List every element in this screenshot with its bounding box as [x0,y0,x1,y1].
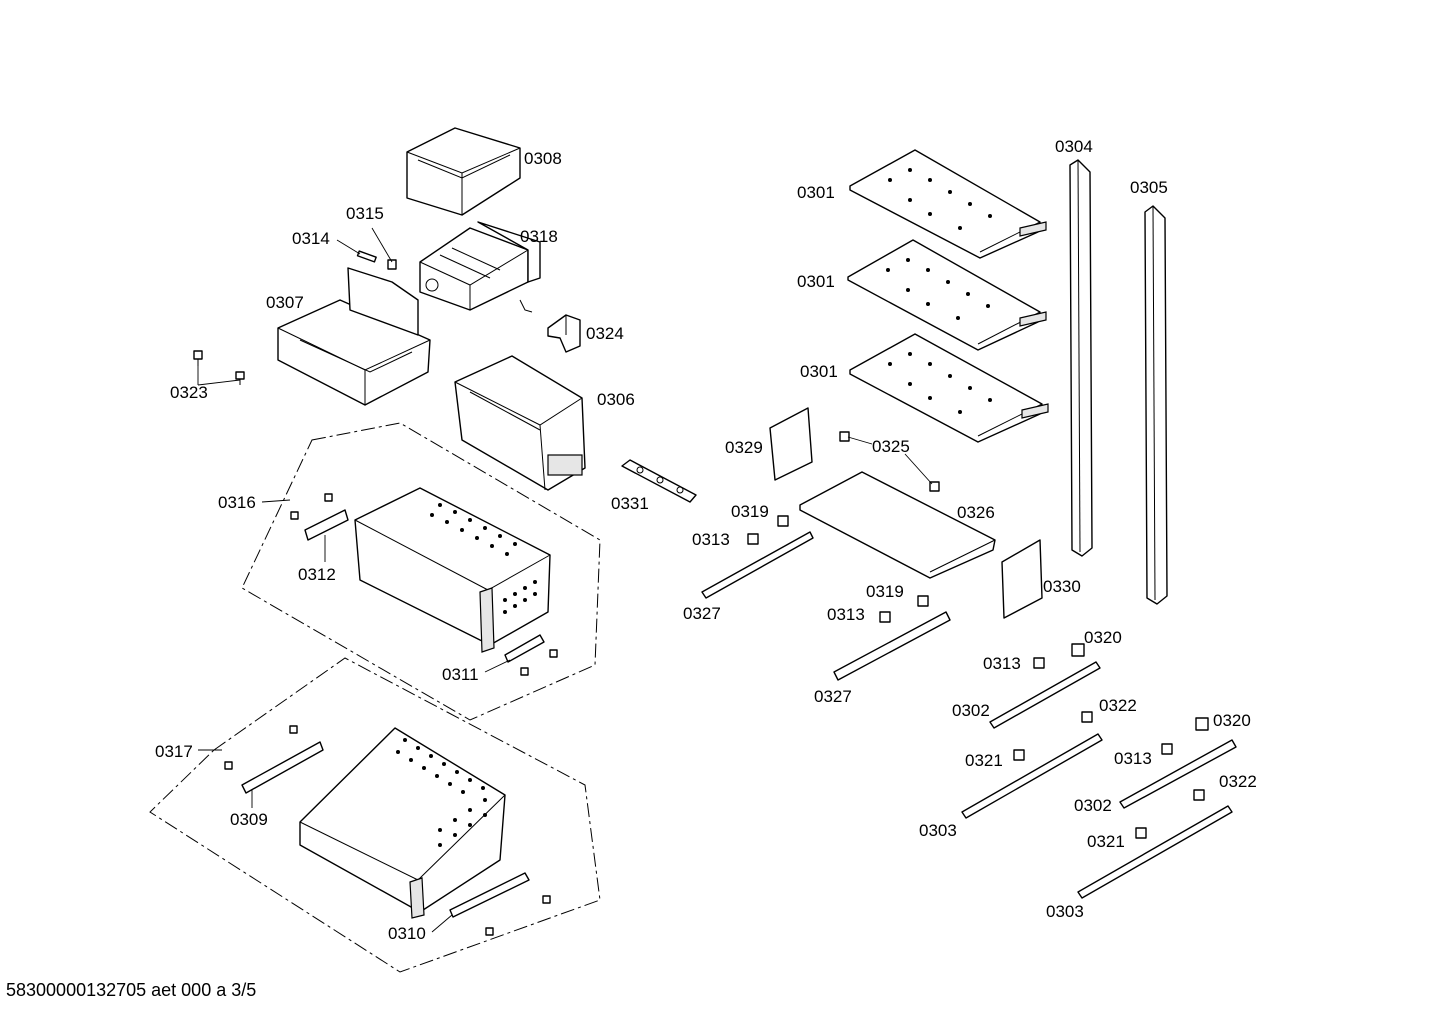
basket-perforation [396,738,487,847]
callout-0318: 0318 [520,227,558,246]
part-0311-bracket [504,634,558,676]
callout-0303-1: 0303 [919,821,957,840]
part-0309-bracket [224,725,324,794]
callout-0301-2: 0301 [797,272,835,291]
callout-0329: 0329 [725,438,763,457]
part-0326-shelf [799,471,996,579]
callout-0320-2: 0320 [1213,711,1251,730]
part-0303-slide-rail-a [961,733,1103,819]
callout-0327-2: 0327 [814,687,852,706]
part-0315-clip [387,259,397,270]
callout-0301-3: 0301 [800,362,838,381]
callout-0308: 0308 [524,149,562,168]
basket-perforation [430,503,537,614]
part-0307-tray [277,267,431,406]
part-0305-vertical-rail [1144,205,1168,605]
callout-0315: 0315 [346,204,384,223]
callout-0305: 0305 [1130,178,1168,197]
part-0302-slide-rail-b [1119,739,1237,809]
part-0314-pin [356,250,377,263]
callout-0313-2: 0313 [827,605,865,624]
callout-0304: 0304 [1055,137,1093,156]
callout-0303-2: 0303 [1046,902,1084,921]
part-0327-slide-rail-upper [701,531,814,599]
callout-0313-3: 0313 [983,654,1021,673]
drawer-group-outline-lower [149,657,601,973]
part-0324-bracket [547,314,581,353]
callout-0319-1: 0319 [731,502,769,521]
callout-0320-1: 0320 [1084,628,1122,647]
callout-0323: 0323 [170,383,208,402]
part-0318-icemaker [419,221,541,313]
callout-0325: 0325 [872,437,910,456]
callout-0313-4: 0313 [1114,749,1152,768]
callout-0306: 0306 [597,390,635,409]
part-0327-slide-rail-lower [833,611,951,681]
callout-0302-1: 0302 [952,701,990,720]
callout-0314: 0314 [292,229,330,248]
callout-0324: 0324 [586,324,624,343]
callout-0313-1: 0313 [692,530,730,549]
part-0312-bracket [290,493,349,541]
leader-lines [197,227,933,933]
callout-0309: 0309 [230,810,268,829]
callout-0326: 0326 [957,503,995,522]
callout-0310: 0310 [388,924,426,943]
callout-0301-1: 0301 [797,183,835,202]
part-0301-shelf-1 [849,149,1047,259]
callout-0302-2: 0302 [1074,796,1112,815]
part-0325-pins [839,431,940,492]
callout-0307: 0307 [266,293,304,312]
part-0301-shelf-2 [847,239,1047,351]
callout-0311: 0311 [442,665,479,684]
part-0302-slide-rail-a [989,661,1101,729]
callout-0322-2: 0322 [1219,772,1257,791]
callout-0321-1: 0321 [965,751,1003,770]
part-0308-housing [406,127,521,216]
callout-0321-2: 0321 [1087,832,1125,851]
part-0317-drawer-basket [299,727,506,919]
callout-0327-1: 0327 [683,604,721,623]
callout-0316: 0316 [218,493,256,512]
part-0303-slide-rail-b [1077,805,1233,899]
callout-0322-1: 0322 [1099,696,1137,715]
document-id-footer: 58300000132705 aet 000 a 3/5 [6,980,257,1000]
part-0304-vertical-rail [1069,159,1093,557]
part-0316-drawer-basket [354,487,551,653]
shelf-perforation [886,168,992,414]
callout-0331: 0331 [611,494,649,513]
callout-0319-2: 0319 [866,582,904,601]
part-small-clips [747,515,1209,839]
callout-0312: 0312 [298,565,336,584]
callout-0317: 0317 [155,742,193,761]
part-0329-panel [769,407,813,481]
part-0310-bracket [449,872,551,936]
part-0306-bin [454,355,586,491]
part-0301-shelf-3 [849,333,1049,443]
part-0323-screws [193,350,245,385]
callout-labels: 0308 0315 0314 0318 0307 0324 0323 0306 … [155,137,1257,943]
part-0331-rail [621,459,697,503]
callout-0330: 0330 [1043,577,1081,596]
part-0330-panel [1001,539,1043,619]
